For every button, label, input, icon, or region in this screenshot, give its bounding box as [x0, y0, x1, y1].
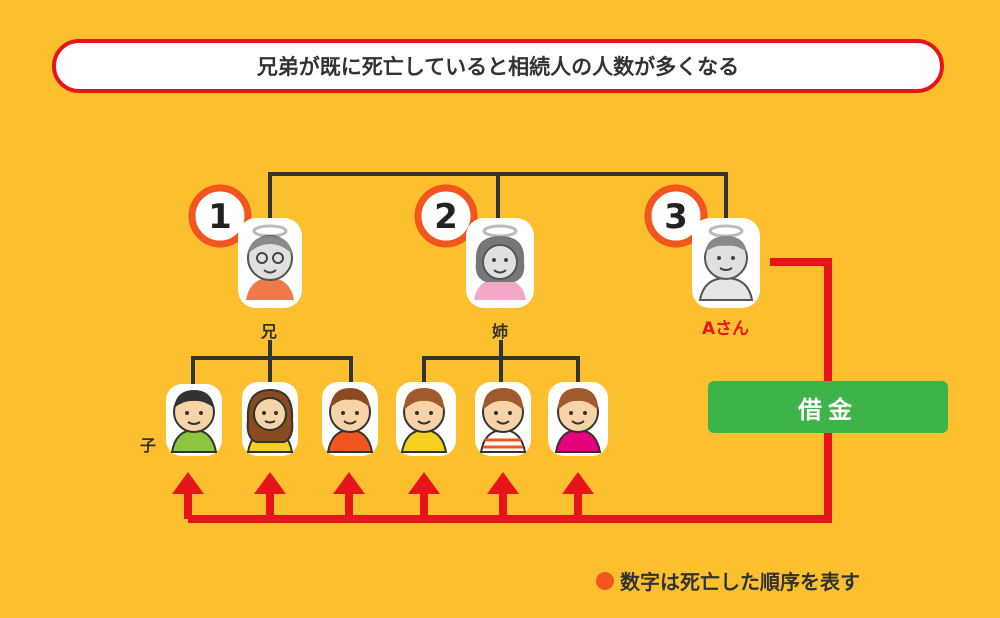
- svg-text:1: 1: [208, 197, 232, 237]
- arrowhead: [408, 472, 440, 494]
- arrowhead: [333, 472, 365, 494]
- legend: 数字は死亡した順序を表す: [596, 566, 860, 595]
- sibling-connector: [268, 172, 728, 222]
- title-banner: 兄弟が既に死亡していると相続人の人数が多くなる: [52, 39, 944, 93]
- svg-text:2: 2: [434, 197, 458, 237]
- sister-children-connector: [422, 340, 580, 385]
- arrowhead: [562, 472, 594, 494]
- title-text: 兄弟が既に死亡していると相続人の人数が多くなる: [256, 55, 740, 79]
- child-avatar-3: [322, 382, 378, 456]
- arrowhead: [487, 472, 519, 494]
- debt-box: 借金: [708, 381, 948, 433]
- child-avatar-1: [166, 384, 222, 456]
- elder-brother-avatar: [238, 218, 302, 308]
- child-avatar-5: [475, 382, 531, 456]
- person-a-avatar: [692, 218, 760, 308]
- elder-sister-label: 姉: [492, 322, 509, 341]
- child-avatar-6: [548, 382, 608, 456]
- svg-text:3: 3: [664, 197, 688, 237]
- children-label: 子: [140, 436, 157, 455]
- debt-flow-line: [184, 258, 832, 523]
- elder-sister-avatar: [466, 218, 534, 308]
- debt-arrowheads: [172, 472, 594, 494]
- brother-children-connector: [191, 340, 353, 385]
- arrowhead: [254, 472, 286, 494]
- order-badge-3: 3: [644, 184, 708, 248]
- arrowhead: [172, 472, 204, 494]
- elder-brother-label: 兄: [261, 322, 278, 341]
- legend-text: 数字は死亡した順序を表す: [620, 570, 860, 594]
- child-avatar-2: [242, 382, 298, 456]
- debt-label: 借金: [798, 395, 858, 424]
- order-badge-1: 1: [188, 184, 252, 248]
- person-a-label: Aさん: [702, 319, 750, 339]
- order-badge-2: 2: [414, 184, 478, 248]
- legend-dot-icon: [596, 571, 614, 590]
- child-avatar-4: [396, 382, 456, 456]
